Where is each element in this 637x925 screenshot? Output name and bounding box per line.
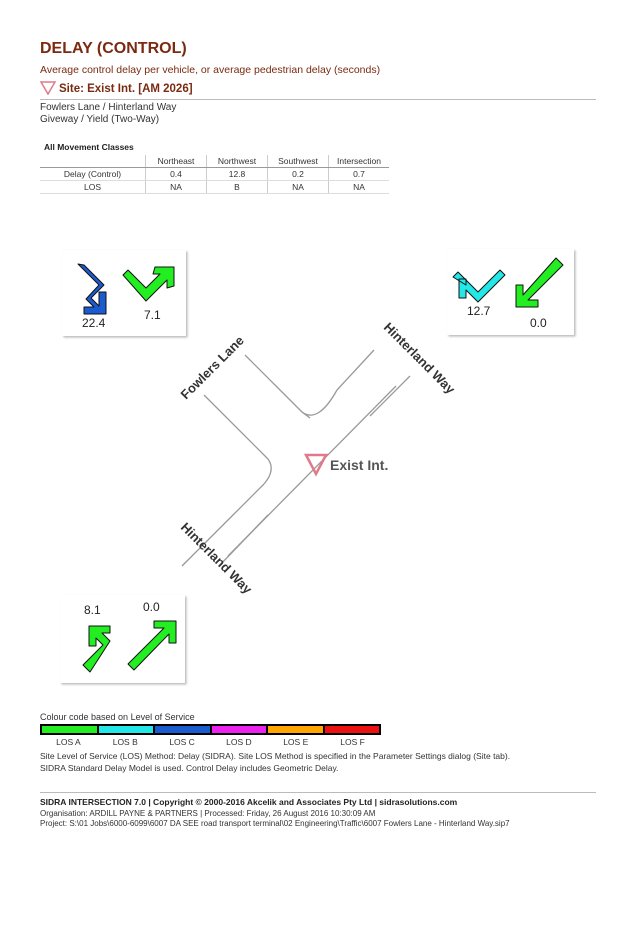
table-row: Delay (Control) 0.4 12.8 0.2 0.7 bbox=[40, 167, 389, 181]
site-marker: Exist Int. bbox=[303, 453, 388, 477]
delay-model-note: SIDRA Standard Delay Model is used. Cont… bbox=[40, 763, 339, 773]
row-label: Delay (Control) bbox=[40, 167, 146, 181]
legend-swatch-los-d bbox=[211, 726, 268, 733]
footer-copyright: SIDRA INTERSECTION 7.0 | Copyright © 200… bbox=[40, 797, 458, 807]
table-cell: 12.8 bbox=[206, 167, 268, 181]
intersection-name: Fowlers Lane / Hinterland Way bbox=[40, 102, 177, 113]
legend-swatch-los-c bbox=[155, 726, 212, 733]
table-cell: NA bbox=[328, 180, 389, 194]
site-heading: Site: Exist Int. [AM 2026] bbox=[40, 81, 596, 100]
legend-label: LOS E bbox=[283, 737, 309, 747]
movement-delay-value: 8.1 bbox=[84, 603, 101, 617]
los-method-note: Site Level of Service (LOS) Method: Dela… bbox=[40, 751, 511, 761]
table-cell: B bbox=[206, 180, 268, 194]
site-name-label: Exist Int. bbox=[330, 457, 388, 473]
table-cell: NA bbox=[145, 180, 207, 194]
turn-left-arrow-icon bbox=[77, 263, 107, 315]
column-header: Intersection bbox=[328, 155, 389, 168]
footer-divider bbox=[40, 792, 596, 793]
row-label: LOS bbox=[40, 180, 146, 194]
table-cell: 0.7 bbox=[328, 167, 389, 181]
legend-label: LOS F bbox=[340, 737, 365, 747]
movement-delay-value: 0.0 bbox=[530, 316, 547, 330]
legend-label: LOS C bbox=[169, 737, 195, 747]
legend-swatch-los-e bbox=[268, 726, 325, 733]
column-header bbox=[40, 155, 146, 168]
turn-right-arrow-icon bbox=[452, 269, 506, 303]
table-header-row: Northeast Northwest Southwest Intersecti… bbox=[40, 155, 389, 168]
table-title: All Movement Classes bbox=[44, 142, 134, 152]
legend-color-bar bbox=[40, 724, 381, 735]
los-legend: Colour code based on Level of Service LO… bbox=[40, 712, 381, 747]
legend-swatch-los-b bbox=[98, 726, 155, 733]
approach-box-northwest: 22.4 7.1 bbox=[62, 250, 186, 336]
giveway-sign-icon bbox=[303, 453, 329, 477]
site-label: Site: Exist Int. [AM 2026] bbox=[59, 83, 193, 95]
column-header: Southwest bbox=[267, 155, 329, 168]
road-label-hinterland-way-ne: Hinterland Way bbox=[381, 320, 459, 398]
control-type: Giveway / Yield (Two-Way) bbox=[40, 114, 160, 125]
column-header: Northeast bbox=[145, 155, 207, 168]
movement-delay-value: 22.4 bbox=[82, 316, 106, 330]
legend-label: LOS D bbox=[226, 737, 252, 747]
table-cell: 0.2 bbox=[267, 167, 329, 181]
legend-label: LOS A bbox=[56, 737, 81, 747]
turn-right-arrow-icon bbox=[122, 266, 175, 302]
road-label-fowlers-lane: Fowlers Lane bbox=[178, 333, 247, 402]
page-title: DELAY (CONTROL) bbox=[40, 40, 187, 57]
legend-labels: LOS A LOS B LOS C LOS D LOS E LOS F bbox=[40, 735, 381, 747]
intersection-diagram: Fowlers Lane Hinterland Way Hinterland W… bbox=[60, 249, 574, 683]
footer-organisation: Organisation: ARDILL PAYNE & PARTNERS | … bbox=[40, 809, 376, 818]
movement-delay-value: 7.1 bbox=[144, 308, 161, 322]
column-header: Northwest bbox=[206, 155, 268, 168]
through-arrow-icon bbox=[127, 620, 177, 671]
legend-label: LOS B bbox=[112, 737, 138, 747]
footer-project-path: Project: S:\01 Jobs\6000-6099\6007 DA SE… bbox=[40, 819, 510, 828]
movement-delay-value: 12.7 bbox=[467, 304, 491, 318]
legend-swatch-los-f bbox=[324, 726, 379, 733]
road-lines bbox=[181, 349, 411, 567]
through-arrow-icon bbox=[515, 257, 564, 308]
page-subtitle: Average control delay per vehicle, or av… bbox=[40, 64, 381, 76]
movement-delay-value: 0.0 bbox=[143, 600, 160, 614]
approach-box-southwest: 8.1 0.0 bbox=[60, 595, 185, 683]
movement-table: Northeast Northwest Southwest Intersecti… bbox=[40, 155, 389, 194]
legend-swatch-los-a bbox=[42, 726, 99, 733]
table-cell: NA bbox=[267, 180, 329, 194]
turn-right-arrow-icon bbox=[82, 625, 111, 673]
legend-title: Colour code based on Level of Service bbox=[40, 712, 195, 722]
approach-box-northeast: 12.7 0.0 bbox=[447, 249, 574, 335]
table-cell: 0.4 bbox=[145, 167, 207, 181]
giveway-triangle-icon bbox=[40, 81, 56, 95]
table-row: LOS NA B NA NA bbox=[40, 180, 389, 194]
